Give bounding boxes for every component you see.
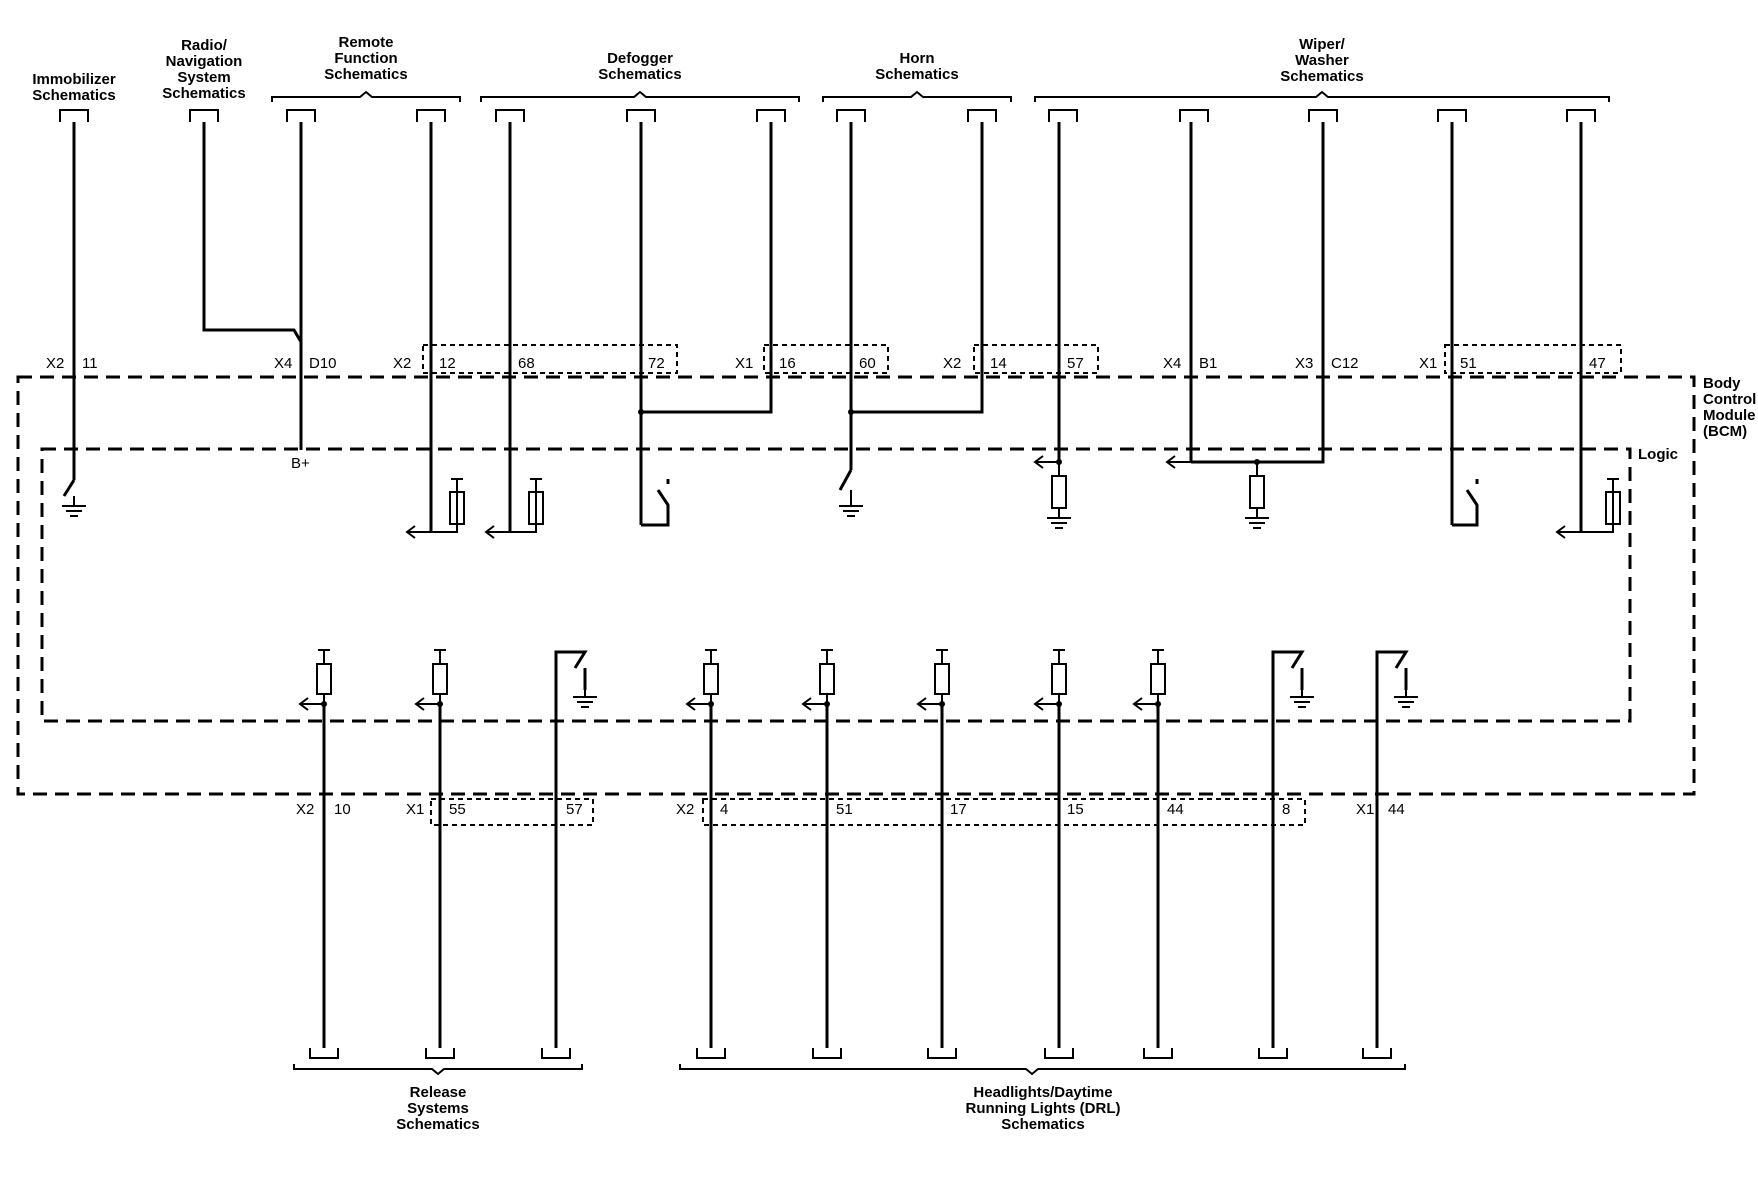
bottom-connector-label: X1 [1356,801,1374,818]
top-connector-label: X3 [1295,355,1313,372]
bottom-connector-label: X2 [296,801,314,818]
connector-boxes [422,344,1622,826]
top-pin-label: 47 [1589,355,1606,372]
logic-bottom-row [298,649,1418,1048]
top-pin-label: C12 [1331,355,1359,372]
logic-boundary [40,447,1632,723]
bottom-terminals [309,1048,1392,1059]
bottom-pin-label: 55 [449,801,466,818]
top-connector-label: X1 [735,355,753,372]
bottom-pin-label: 17 [950,801,967,818]
top-connector-label: X4 [1163,355,1181,372]
top-connector-label: X2 [943,355,961,372]
logic-label: Logic [1638,446,1678,463]
bottom-pin-label: 57 [566,801,583,818]
top-pin-label: 11 [82,355,98,372]
top-pin-label: B1 [1199,355,1217,372]
wire-x4-d10 [202,122,303,450]
bottom-connector-label: X1 [406,801,424,818]
bottom-pin-label: 51 [836,801,853,818]
bcm-boundary [16,375,1696,796]
top-pin-label: 12 [439,355,456,372]
bottom-pin-labels: X2 10 X1 55 57 X2 4 51 17 15 44 8 X1 44 [296,801,1405,818]
top-pin-label: 57 [1067,355,1084,372]
top-pin-label: 72 [648,355,665,372]
top-pin-label: 60 [859,355,876,372]
top-connector-label: X1 [1419,355,1437,372]
wire-x2-14 [851,122,984,414]
bottom-pin-label: 44 [1388,801,1405,818]
top-pin-labels: X2 11 X4 D10 X2 12 68 72 X1 16 60 X2 14 … [46,355,1606,372]
top-connector-label: X4 [274,355,292,372]
bottom-braces [293,1064,1406,1076]
top-pin-label: D10 [309,355,337,372]
top-pin-label: 16 [779,355,796,372]
top-connector-label: X2 [46,355,64,372]
bottom-pin-label: 10 [334,801,351,818]
top-pin-label: 51 [1460,355,1477,372]
bottom-pin-label: 44 [1167,801,1184,818]
logic-top-row [62,409,1621,539]
bottom-pin-label: 8 [1282,801,1290,818]
wire-x1-16 [641,122,773,414]
bottom-pin-label: 15 [1067,801,1084,818]
top-wires [72,122,1583,532]
bottom-connector-label: X2 [676,801,694,818]
wire-x3-c12 [1191,122,1325,464]
power-label: B+ [291,455,310,472]
top-connector-label: X2 [393,355,411,372]
top-braces [271,90,1610,102]
top-pin-label: 14 [990,355,1007,372]
top-pin-label: 68 [518,355,535,372]
bottom-pin-label: 4 [720,801,728,818]
top-terminals [59,109,1596,122]
